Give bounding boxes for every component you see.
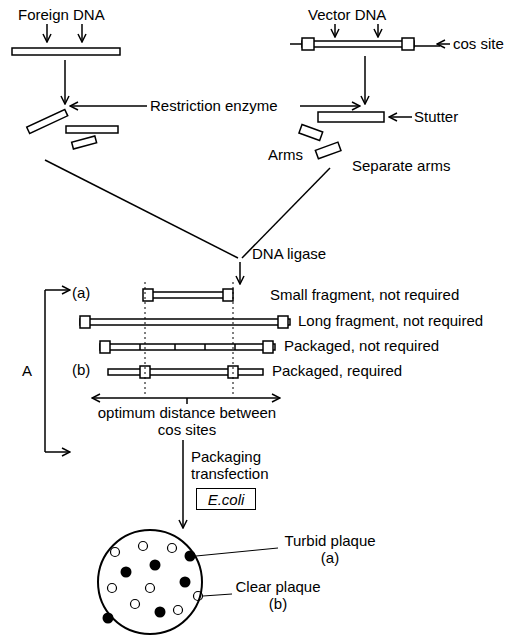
label-text: Foreign DNA [18, 6, 105, 23]
label-text: (b) [72, 361, 90, 378]
label-text: Clear plaque (b) [232, 578, 324, 612]
label-text: Restriction enzyme [150, 97, 278, 114]
label-text: Turbid plaque (a) [280, 532, 380, 566]
label-text: optimum distance between cos sites [92, 404, 282, 438]
label-text: DNA ligase [252, 245, 326, 262]
label-text: Small fragment, not required [270, 286, 459, 303]
label-text: Vector DNA [308, 6, 386, 23]
label-text: Stutter [414, 108, 458, 125]
label-text: (a) [72, 284, 90, 301]
label-text: cos site [453, 35, 504, 52]
label-text: Packaged, not required [284, 337, 439, 354]
label-text: Separate arms [352, 157, 450, 174]
label-text: Packaging transfection [191, 448, 283, 482]
label-text: Arms [268, 146, 303, 163]
node-text: E.coli [208, 491, 245, 508]
label-text: A [22, 362, 32, 379]
label-text: Packaged, required [272, 362, 402, 379]
label-text: Long fragment, not required [298, 312, 483, 329]
organism-box: E.coli [196, 488, 256, 510]
